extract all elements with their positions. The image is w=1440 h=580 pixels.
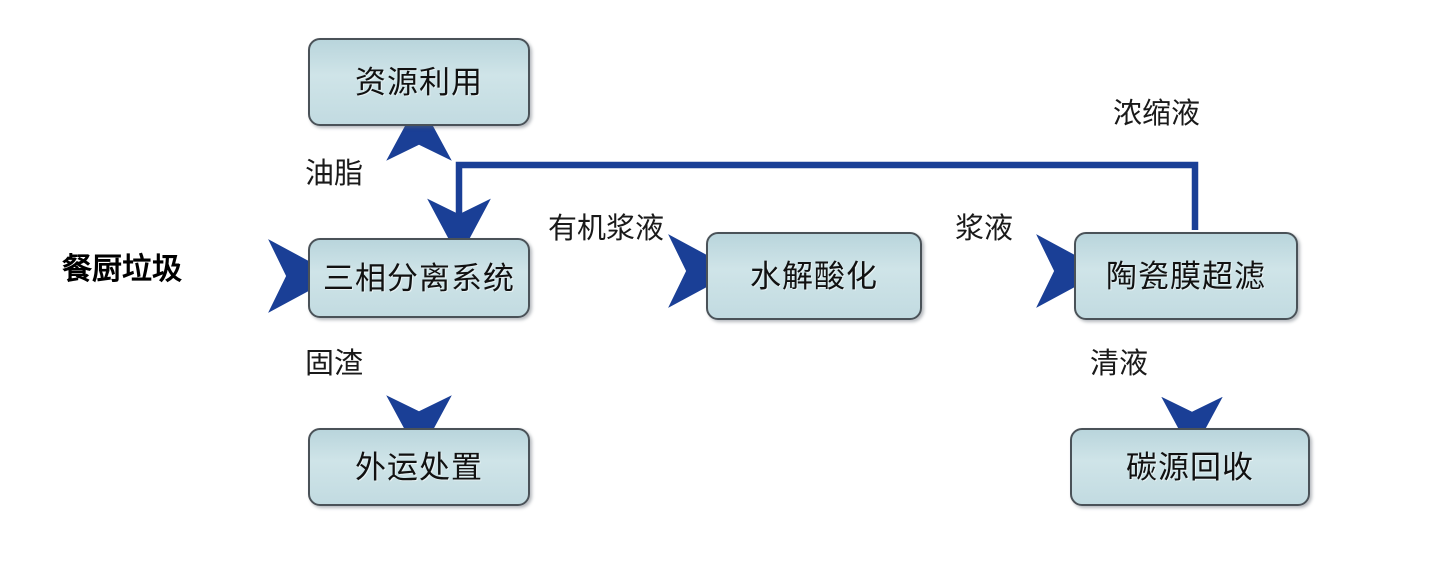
node-three-phase-separation-system[interactable]: 三相分离系统: [308, 238, 530, 318]
edge-label-organic-slurry: 有机浆液: [548, 213, 665, 245]
node-hydrolysis-acidification[interactable]: 水解酸化: [706, 232, 922, 320]
edge-label-clear-liquid: 清液: [1090, 348, 1149, 380]
node-ceramic-membrane-ultrafiltration[interactable]: 陶瓷膜超滤: [1074, 232, 1298, 320]
input-label-feedstock: 餐厨垃圾: [62, 253, 182, 286]
node-carbon-source-recovery[interactable]: 碳源回收: [1070, 428, 1310, 506]
edge-label-concentrate: 浓缩液: [1113, 98, 1201, 130]
node-resource-utilization[interactable]: 资源利用: [308, 38, 530, 126]
node-external-disposal[interactable]: 外运处置: [308, 428, 530, 506]
node-label: 碳源回收: [1126, 449, 1254, 485]
edge-label-slurry: 浆液: [955, 213, 1014, 245]
edge-label-grease: 油脂: [305, 158, 364, 190]
node-label: 资源利用: [355, 64, 483, 100]
node-label: 三相分离系统: [323, 260, 515, 296]
edge-ceramic-to-separator: [427, 161, 1199, 259]
node-label: 水解酸化: [750, 258, 878, 294]
edge-label-solid-residue: 固渣: [305, 348, 364, 380]
node-label: 陶瓷膜超滤: [1106, 258, 1266, 294]
node-label: 外运处置: [355, 449, 483, 485]
